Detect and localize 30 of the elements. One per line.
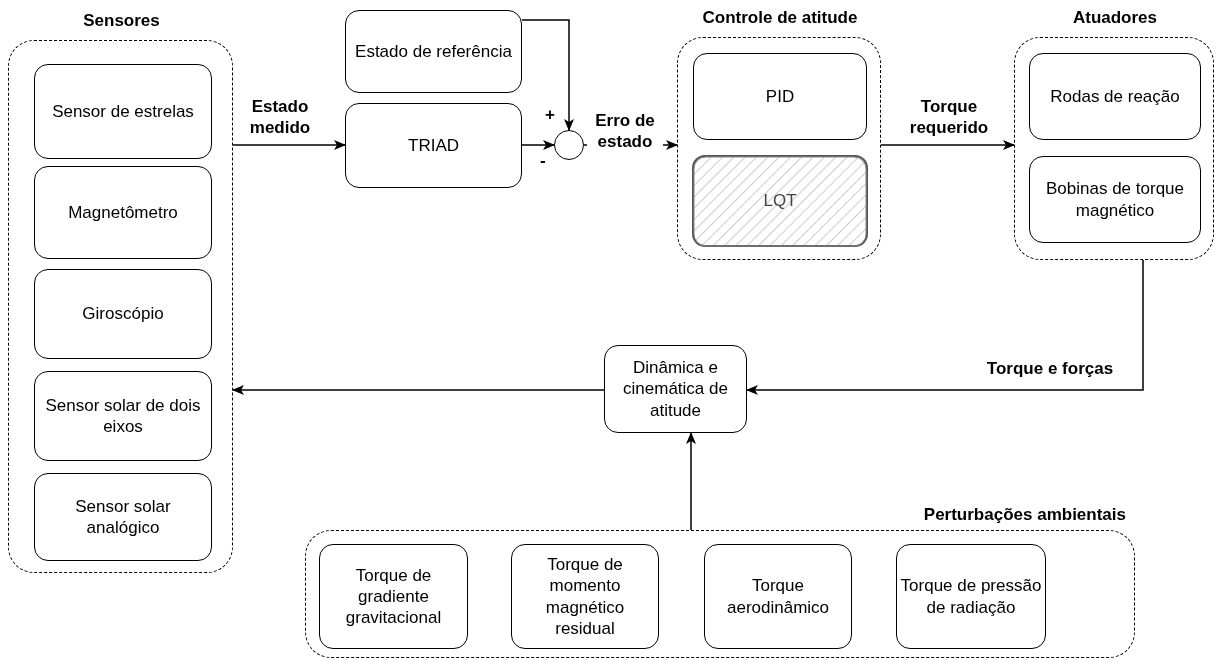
process-box: Rodas de reação	[1029, 53, 1201, 140]
process-box: Giroscópio	[34, 269, 212, 359]
sign-label: +	[545, 105, 555, 125]
group-heading: Sensores	[82, 11, 161, 31]
process-box: TRIAD	[345, 103, 522, 188]
hatched-block	[693, 156, 867, 246]
process-box: Magnetômetro	[34, 166, 212, 259]
process-box: Bobinas de torque magnético	[1029, 156, 1201, 243]
arrow	[232, 140, 346, 150]
sign-label: -	[540, 151, 546, 171]
group-heading: Perturbações ambientais	[922, 505, 1126, 525]
process-box: Sensor de estrelas	[34, 64, 212, 159]
process-box: Torque de gradiente gravitacional	[319, 544, 468, 649]
arrow	[686, 432, 696, 531]
group-heading: Controle de atitude	[701, 8, 859, 28]
process-box: Torque aerodinâmico	[704, 544, 852, 649]
arrow	[521, 140, 555, 150]
process-box: Dinâmica e cinemática de atitude	[604, 345, 747, 433]
process-box: Torque de pressão de radiação	[896, 544, 1046, 649]
arrow	[521, 19, 574, 131]
process-box: Sensor solar de dois eixos	[34, 371, 212, 461]
process-box: PID	[693, 53, 867, 140]
process-box: Torque de momento magnético residual	[511, 544, 659, 649]
process-box: Estado de referência	[345, 10, 522, 93]
block-label: LQT	[763, 190, 797, 212]
group-heading: Atuadores	[1071, 8, 1159, 28]
process-box: Sensor solar analógico	[34, 473, 212, 561]
arrow	[880, 140, 1015, 150]
arrow	[232, 385, 605, 395]
arrow	[746, 259, 1144, 395]
